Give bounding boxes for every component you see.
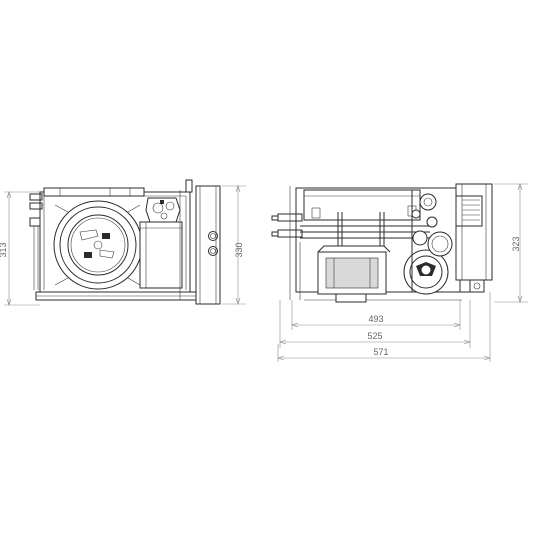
dim-313-label: 313 [0, 242, 8, 257]
port-lower [208, 246, 218, 256]
dim-525-label: 525 [367, 331, 382, 341]
front-motor [403, 190, 453, 295]
front-pipes [271, 186, 303, 300]
front-view: 323 493 525 571 [271, 183, 528, 362]
dimension-330: 330 [222, 185, 246, 305]
side-fan [53, 200, 143, 290]
side-end-plate [185, 179, 221, 305]
dimension-313: 313 [0, 191, 40, 306]
dim-571-label: 571 [373, 347, 388, 357]
port-upper [208, 231, 218, 241]
dim-493-label: 493 [368, 314, 383, 324]
side-control-box [139, 190, 183, 300]
dimension-571: 571 [277, 292, 491, 362]
front-blower [317, 245, 391, 303]
dimension-323: 323 [494, 183, 528, 303]
side-pipes [29, 193, 43, 290]
dimension-493: 493 [291, 300, 461, 330]
front-exchanger [455, 183, 493, 293]
dimension-525: 525 [279, 300, 471, 348]
dim-330-label: 330 [234, 242, 244, 257]
side-view: 313 [0, 179, 246, 306]
dim-323-label: 323 [511, 236, 521, 251]
